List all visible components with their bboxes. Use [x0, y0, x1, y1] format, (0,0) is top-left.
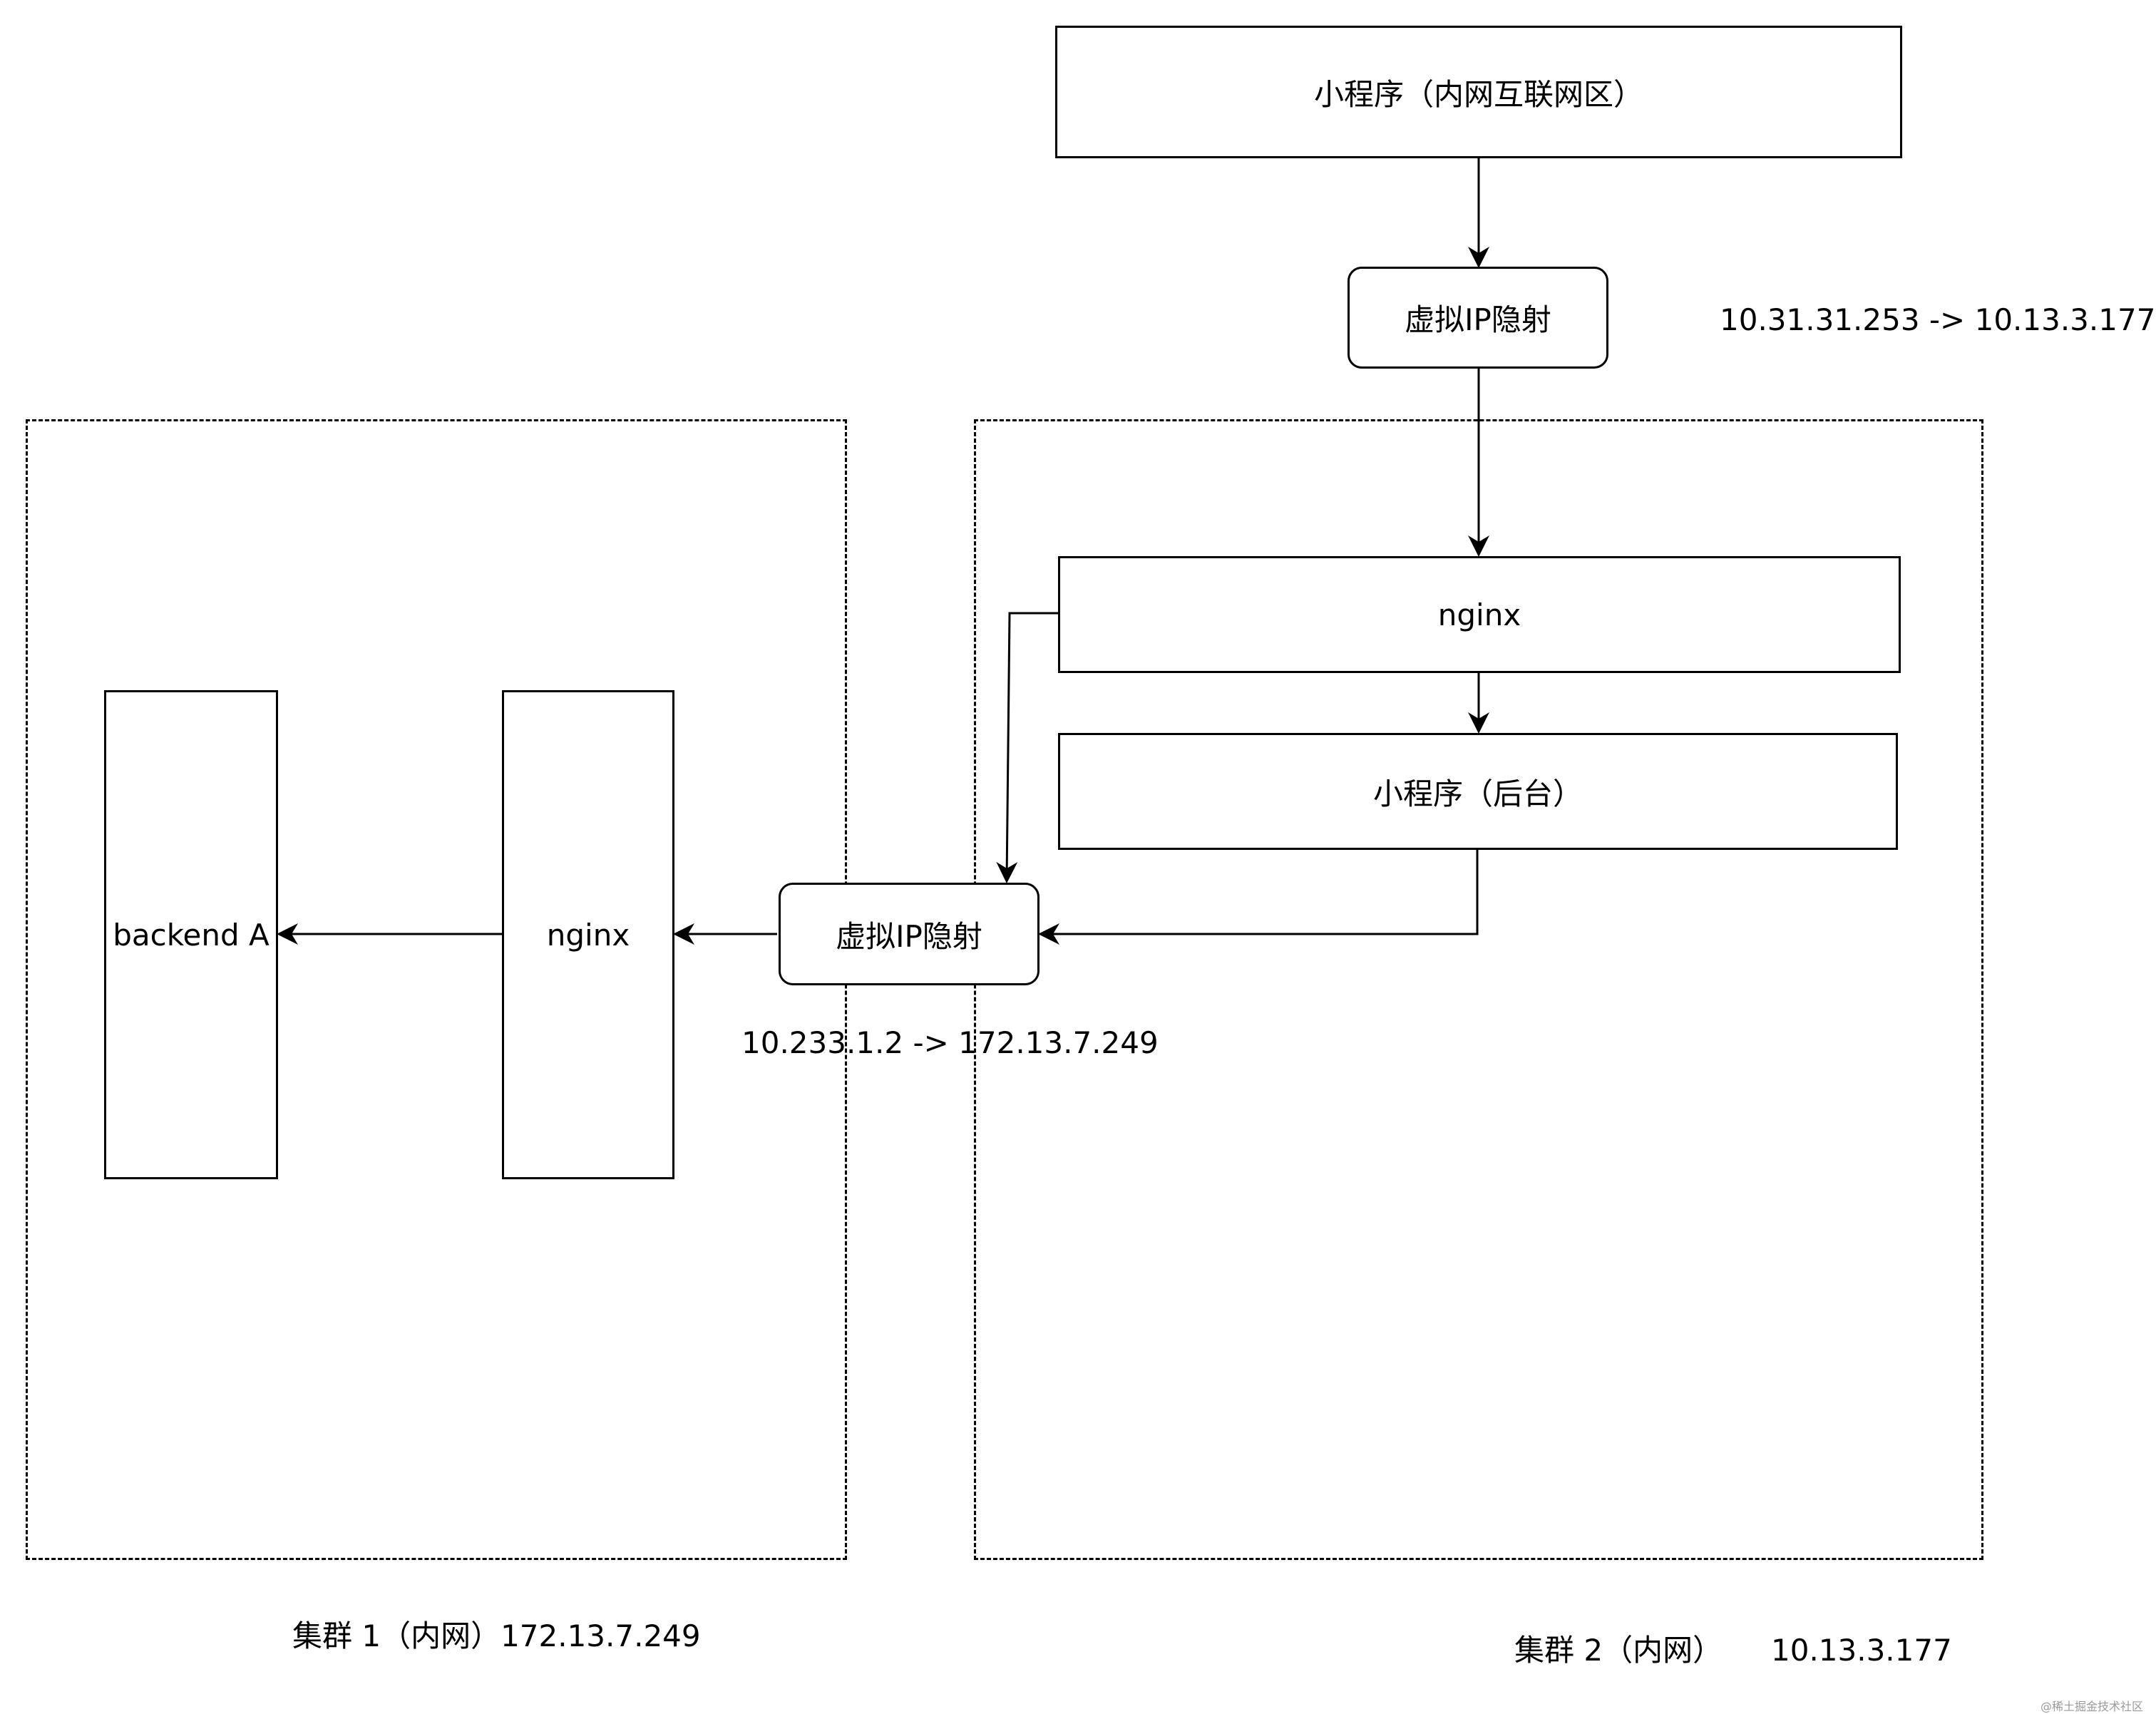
- mapping-top-label: 10.31.31.253 -> 10.13.3.177: [1720, 302, 2156, 337]
- edge-nginx-to-vip-bottom: [996, 612, 1058, 883]
- nginx-cluster-2-label: nginx: [1437, 597, 1521, 632]
- vip-top-box: 虚拟IP隐射: [1348, 267, 1608, 369]
- cluster-1-name: 集群 1（内网）172.13.7.249: [292, 1618, 701, 1653]
- cluster-2-name: 集群 2（内网）: [1514, 1633, 1723, 1668]
- vip-top-label: 虚拟IP隐射: [1405, 302, 1551, 337]
- nginx-cluster-1-label: nginx: [546, 917, 630, 953]
- vip-bottom-label: 虚拟IP隐射: [836, 918, 982, 954]
- backend-a-box: backend A: [104, 690, 278, 1179]
- cluster-2-ip: 10.13.3.177: [1771, 1633, 1952, 1668]
- nginx-cluster-1-box: nginx: [502, 690, 674, 1179]
- miniapp-backend-box: 小程序（后台）: [1058, 733, 1898, 850]
- backend-a-label: backend A: [113, 917, 270, 953]
- miniapp-internet-label: 小程序（内网互联网区）: [1313, 76, 1643, 112]
- vip-bottom-box: 虚拟IP隐射: [779, 883, 1040, 985]
- miniapp-internet-box: 小程序（内网互联网区）: [1055, 26, 1902, 158]
- cluster-1-boundary: [26, 419, 847, 1560]
- nginx-cluster-2-box: nginx: [1058, 556, 1901, 673]
- mapping-bottom-label: 10.233.1.2 -> 172.13.7.249: [741, 1025, 1159, 1060]
- watermark: @稀土掘金技术社区: [2040, 1700, 2144, 1713]
- miniapp-backend-label: 小程序（后台）: [1372, 776, 1583, 811]
- edge-backend-to-vip-bottom: [1038, 850, 1479, 945]
